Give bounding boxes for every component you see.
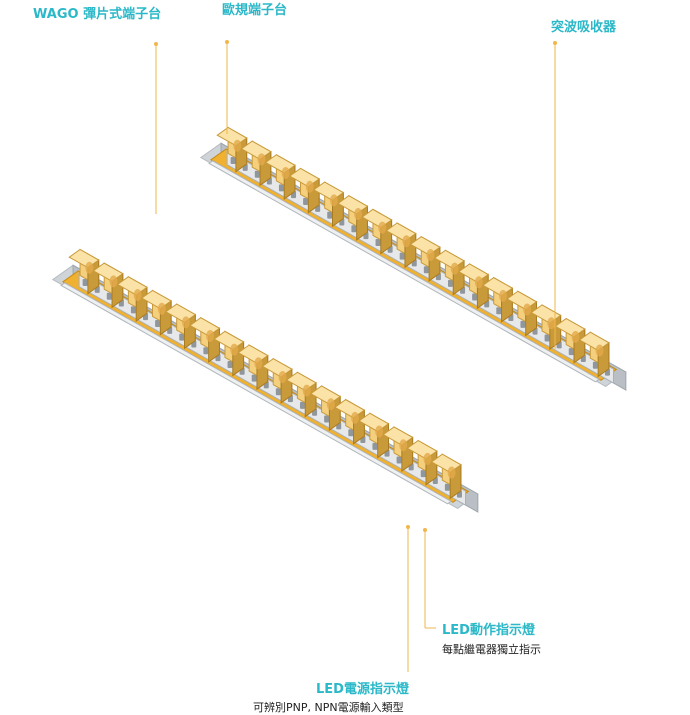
label-euro-terminal: 歐規端子台 xyxy=(222,3,288,18)
lower-board-relay-coil xyxy=(85,261,94,274)
upper-board-terminal-screw xyxy=(592,361,598,369)
lower-board-relay-coil xyxy=(302,384,311,397)
lower-board-relay-coil xyxy=(423,452,432,465)
label-led-action-desc: 每點繼電器獨立指示 xyxy=(442,643,541,656)
upper-board-relay-coil xyxy=(233,139,242,152)
upper-board-relay-coil xyxy=(378,221,387,234)
lower-board-terminal-screw xyxy=(444,483,450,491)
leader-wago-dot xyxy=(154,42,158,46)
upper-board-relay-coil xyxy=(499,289,508,302)
upper-board-terminal-screw xyxy=(496,307,502,315)
label-led-power-desc: 可辨別PNP, NPN電源輸入類型 xyxy=(253,701,404,714)
lower-board-relay-coil xyxy=(447,466,456,479)
lower-board-relay-coil xyxy=(399,439,408,452)
upper-board-relay-coil xyxy=(305,180,314,193)
lower-board-relay-coil xyxy=(326,398,335,411)
upper-board-terminal-screw xyxy=(254,170,260,178)
upper-board-relay-coil xyxy=(523,303,532,316)
lower-board-relay-coil xyxy=(157,302,166,315)
leader-led-power-dot xyxy=(406,525,410,529)
lower-board-terminal-screw xyxy=(82,279,88,287)
lower-board-terminal-screw xyxy=(179,333,185,341)
upper-board-relay-coil xyxy=(329,194,338,207)
lower-board-terminal-screw xyxy=(275,388,281,396)
leader-surge-dot xyxy=(553,41,557,45)
lower-board-relay-coil xyxy=(109,275,118,288)
lower-board-relay-coil xyxy=(375,425,384,438)
lower-board-terminal-screw xyxy=(251,374,257,382)
lower-board-terminal-screw xyxy=(299,401,305,409)
upper-board-relay-coil xyxy=(281,167,290,180)
leader-led-action-dot xyxy=(423,528,427,532)
lower-board-terminal-screw xyxy=(372,442,378,450)
lower-board-relay-coil xyxy=(181,316,190,329)
upper-board-relay-coil xyxy=(402,235,411,248)
upper-board-terminal-screw xyxy=(544,334,550,342)
lower-board-terminal-screw xyxy=(130,306,136,314)
upper-board-terminal-screw xyxy=(447,279,453,287)
label-wago-terminal: WAGO 彈片式端子台 xyxy=(33,7,162,22)
lower-board-terminal-screw xyxy=(420,470,426,478)
label-led-action: LED動作指示燈 xyxy=(442,623,535,638)
lower-board-terminal-screw xyxy=(348,429,354,437)
upper-board-terminal-screw xyxy=(230,157,236,165)
lower-board-relay-coil xyxy=(133,289,142,302)
upper-board-terminals-back xyxy=(208,160,601,383)
lower-board-relay-coil xyxy=(351,411,360,424)
upper-board-terminal-screw xyxy=(423,266,429,274)
upper-board-terminal-screw xyxy=(568,348,574,356)
upper-board-terminal-screw xyxy=(351,225,357,233)
upper-board-terminal-screw xyxy=(472,293,478,301)
lower-board-relay-coil xyxy=(278,370,287,383)
upper-board-relay-coil xyxy=(257,153,266,166)
upper-board-relay-coil xyxy=(595,344,604,357)
upper-board-relay-coil xyxy=(450,262,459,275)
label-led-power: LED電源指示燈 xyxy=(316,682,409,697)
lower-board-terminal-screw xyxy=(324,415,330,423)
upper-board-relay-coil xyxy=(547,317,556,330)
upper-board-terminal-screw xyxy=(303,198,309,206)
leader-euro-dot xyxy=(225,40,229,44)
lower-board-relay-coil xyxy=(206,329,215,342)
lower-board-terminal-screw xyxy=(203,347,209,355)
upper-board-relay-coil xyxy=(474,276,483,289)
lower-board-terminal-screw xyxy=(227,360,233,368)
upper-board-relay-coil xyxy=(354,207,363,220)
lower-board-terminals-back xyxy=(60,282,453,505)
upper-board-terminal-screw xyxy=(399,252,405,260)
upper-board-terminal-screw xyxy=(520,320,526,328)
upper-board-terminal-screw xyxy=(327,211,333,219)
upper-board-terminal-screw xyxy=(375,238,381,246)
label-surge-absorber: 突波吸收器 xyxy=(551,20,617,35)
lower-board-terminal-screw xyxy=(106,292,112,300)
upper-board-relay-coil xyxy=(426,248,435,261)
lower-board-relay-coil xyxy=(254,357,263,370)
upper-board-relay-coil xyxy=(571,330,580,343)
upper-board-terminal-screw xyxy=(278,184,284,192)
lower-board-terminal-screw xyxy=(396,456,402,464)
lower-board-relay-coil xyxy=(230,343,239,356)
lower-board-terminal-screw xyxy=(155,320,161,328)
